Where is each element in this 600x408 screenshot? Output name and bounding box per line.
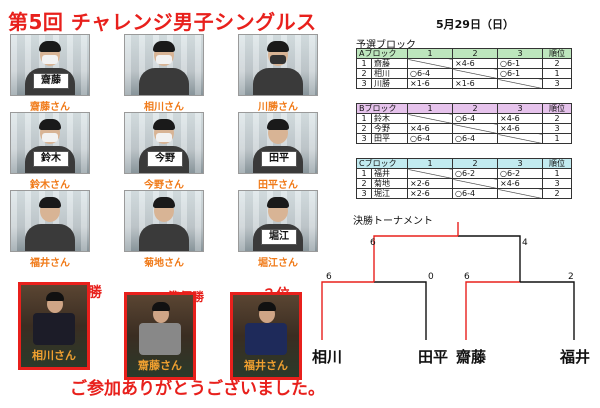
winner-name-first: 相川さん (32, 349, 76, 362)
player-name: 菊地さん (144, 258, 184, 269)
winner-photo-third: 福井さん (230, 292, 302, 380)
player-photo (238, 34, 318, 96)
bracket-line-right-final (458, 235, 521, 282)
winner-name-second: 齋藤さん (138, 359, 182, 372)
player-photo (10, 190, 90, 252)
bracket-line-left-final (373, 235, 458, 282)
player-card: 福井さん (10, 190, 90, 269)
player-card: 川勝さん (238, 34, 318, 113)
player-card: 今野今野さん (124, 112, 204, 191)
player-photo: 今野 (124, 112, 204, 174)
page-title: 第5回 チャレンジ男子シングルス (8, 10, 317, 34)
player-card: 堀江堀江さん (238, 190, 318, 269)
player-name: 今野さん (144, 180, 184, 191)
player-card: 鈴木鈴木さん (10, 112, 90, 191)
player-name: 福井さん (30, 258, 70, 269)
player-card: 菊地さん (124, 190, 204, 269)
tournament-title: 決勝トーナメント (353, 216, 433, 227)
player-name: 堀江さん (258, 258, 298, 269)
semi-left-score-b: 0 (428, 272, 434, 282)
winner-photo-first: 相川さん (18, 282, 90, 370)
bracket-line-tabira (374, 281, 427, 340)
bracket-line-saito (465, 281, 520, 340)
semi-right-score-b: 2 (568, 272, 574, 282)
bracket-line-aikawa (321, 281, 374, 340)
preliminary-title: 予選ブロック (356, 40, 416, 51)
player-name-sign: 齋藤 (33, 73, 69, 89)
rank-cell: 1 (542, 133, 572, 144)
rank-cell: 2 (542, 188, 572, 199)
rank-cell: 3 (542, 78, 572, 89)
player-name: 齋藤さん (30, 102, 70, 113)
player-photo: 鈴木 (10, 112, 90, 174)
semi-left-score-a: 6 (326, 272, 332, 282)
player-name-sign: 今野 (147, 151, 183, 167)
player-name-sign: 田平 (261, 151, 297, 167)
player-card: 田平田平さん (238, 112, 318, 191)
player-photo: 田平 (238, 112, 318, 174)
player-photo: 齋藤 (10, 34, 90, 96)
closing-message: ご参加ありがとうございました。 (70, 379, 325, 399)
player-name: 相川さん (144, 102, 184, 113)
winner-photo-second: 齋藤さん (124, 292, 196, 380)
bracket-player-3: 齋藤 (456, 348, 487, 366)
bracket-player-1: 相川 (312, 348, 343, 366)
semi-right-score-a: 6 (464, 272, 470, 282)
player-card: 相川さん (124, 34, 204, 113)
player-photo (124, 34, 204, 96)
player-name: 田平さん (258, 180, 298, 191)
player-photo (124, 190, 204, 252)
final-score-right: 4 (522, 238, 528, 248)
event-date: 5月29日（日） (436, 18, 514, 31)
player-name-sign: 堀江 (261, 229, 297, 245)
player-name: 鈴木さん (30, 180, 70, 191)
bracket-line-fukui (520, 281, 575, 340)
player-photo: 堀江 (238, 190, 318, 252)
final-score-left: 6 (370, 238, 376, 248)
bracket-player-4: 福井 (560, 348, 591, 366)
winner-name-third: 福井さん (244, 359, 288, 372)
player-card: 齋藤齋藤さん (10, 34, 90, 113)
player-name-sign: 鈴木 (33, 151, 69, 167)
bracket-player-2: 田平 (418, 348, 449, 366)
player-name: 川勝さん (258, 102, 298, 113)
